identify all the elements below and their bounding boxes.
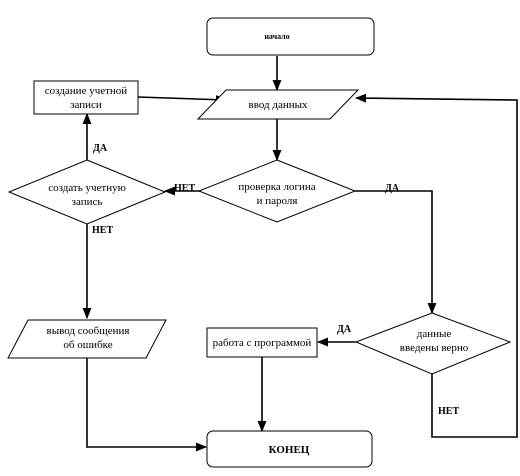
node-error-message-line-2: об ошибке [63, 339, 112, 351]
node-error-message: вывод сообщения об ошибке [7, 319, 167, 359]
node-start-label: начало [264, 32, 289, 41]
node-create-account: создание учетной записи [33, 80, 139, 115]
node-start: начало [206, 17, 375, 56]
node-data-correct-question-line-1: данные [417, 328, 452, 340]
node-create-question-line-2: запись [72, 196, 103, 208]
node-end: КОНЕЦ [206, 430, 373, 468]
node-create-question: создать учетную запись [7, 159, 167, 225]
node-data-correct-question: данные введены верно [354, 312, 512, 375]
edge-create-to-input [137, 95, 228, 105]
edge-check-to-correct-question [355, 190, 437, 315]
node-work-with-program-label: работа с программой [213, 337, 312, 349]
label-no-create: НЕТ [92, 225, 113, 236]
node-end-label: КОНЕЦ [269, 444, 310, 456]
label-yes-check: ДА [385, 183, 400, 194]
label-no-correct: НЕТ [438, 406, 459, 417]
node-input-label: ввод данных [249, 99, 308, 111]
node-create-account-line-2: записи [70, 99, 102, 111]
label-yes-correct: ДА [337, 324, 352, 335]
node-check-login-line-1: проверка логина [238, 181, 315, 193]
node-input: ввод данных [196, 89, 360, 120]
label-no-check: НЕТ [174, 183, 195, 194]
node-check-login-line-2: и пароля [257, 195, 298, 207]
node-error-message-line-1: вывод сообщения [47, 325, 130, 337]
node-create-account-line-1: создание учетной [45, 85, 128, 97]
node-work-with-program: работа с программой [206, 327, 318, 358]
node-create-question-line-1: создать учетную [48, 182, 126, 194]
edge-error-to-end [86, 358, 208, 452]
label-yes-create: ДА [93, 143, 108, 154]
edge-labels: ДА НЕТ ДА НЕТ ДА НЕТ [92, 143, 459, 417]
edges [82, 56, 518, 452]
edge-correct-question-loop-to-input [354, 93, 518, 438]
node-data-correct-question-line-2: введены верно [400, 342, 469, 354]
node-check-login: проверка логина и пароля [197, 159, 357, 223]
